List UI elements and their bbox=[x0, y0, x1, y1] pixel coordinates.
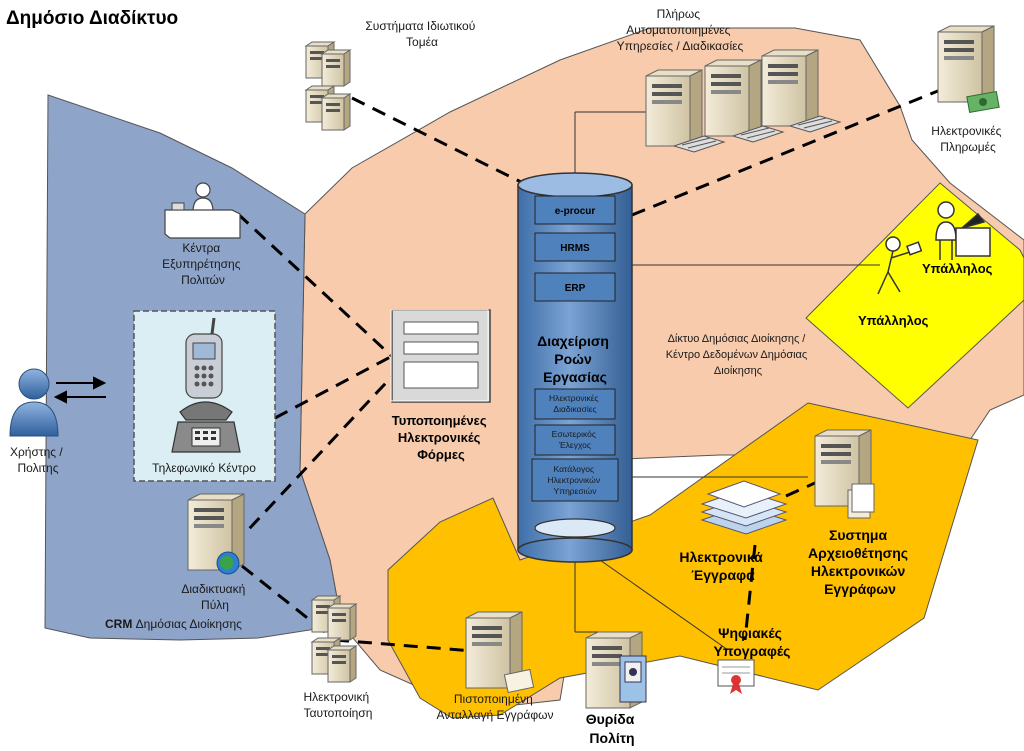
desk-phone-icon bbox=[171, 401, 241, 453]
svg-text:Κατάλογος Ηλεκτρονικών: Κατάλογος Ηλεκτρονικών Υπηρεσιών bbox=[548, 464, 603, 496]
standard-forms-icon bbox=[390, 309, 491, 403]
standard-forms-label: Τυποποιημένες Ηλεκτρονικές Φόρμες bbox=[392, 413, 490, 462]
electronic-documents-icon bbox=[700, 480, 788, 535]
user-flow-arrows bbox=[53, 376, 107, 404]
service-desk-icon bbox=[164, 182, 241, 239]
archive-label: Συστημα Αρχειοθέτησης Ηλεκτρονικών Εγγρά… bbox=[808, 527, 912, 597]
employee-label-2: Υπάλληλος bbox=[858, 313, 929, 328]
service-centers-label: Κέντρα Εξυπηρέτησης Πολιτών bbox=[162, 241, 244, 287]
private-sector-label: Συστήματα Ιδιωτικού Τομέα bbox=[365, 19, 478, 49]
module-service-catalog: Κατάλογος Ηλεκτρονικών Υπηρεσιών bbox=[531, 458, 619, 502]
module-hrms: HRMS bbox=[534, 232, 616, 262]
certified-exchange-label: Πιστοποιημένη Ανταλλαγή Εγγράφων bbox=[437, 692, 554, 722]
walking-employee-icon bbox=[877, 236, 923, 295]
automated-services-label: Πλήρως Αυτοματοποιημένες Υπηρεσίες / Δια… bbox=[617, 7, 744, 53]
admin-network-label: Δίκτυο Δημόσιας Διοίκησης / Κέντρο Δεδομ… bbox=[666, 333, 811, 377]
mobile-phone-icon bbox=[185, 317, 223, 399]
certified-exchange-server-icon bbox=[465, 611, 535, 694]
payments-label: Ηλεκτρονικές Πληρωμές bbox=[931, 124, 1004, 154]
employee-label-1: Υπάλληλος bbox=[922, 261, 993, 276]
archive-server-icon bbox=[814, 429, 875, 519]
workflow-cylinder bbox=[517, 172, 633, 563]
svg-text:ERP: ERP bbox=[565, 283, 586, 294]
electronic-documents-label: Ηλεκτρονικά Έγγραφα bbox=[679, 549, 766, 583]
citizen-window-server-icon bbox=[585, 631, 647, 709]
svg-text:HRMS: HRMS bbox=[560, 243, 590, 254]
internal-links bbox=[574, 111, 880, 651]
citizen-user-icon bbox=[9, 368, 59, 437]
workflow-label: Διαχείριση Ροών Εργασίας bbox=[537, 333, 613, 385]
user-label: Χρήστης / Πολιτης bbox=[10, 445, 66, 475]
call-center-label: Τηλεφωνικό Κέντρο bbox=[152, 461, 256, 475]
module-erp: ERP bbox=[534, 272, 616, 302]
e-id-label: Ηλεκτρονική Ταυτοποίηση bbox=[304, 690, 373, 720]
private-sector-servers-icon bbox=[305, 41, 351, 131]
module-internal-audit: Εσωτερικός Έλεγχος bbox=[534, 424, 616, 456]
digital-signature-icon bbox=[717, 659, 755, 694]
web-portal-label: Διαδικτυακή Πύλη bbox=[181, 582, 248, 612]
svg-text:Εσωτερικός Έλεγχος: Εσωτερικός Έλεγχος bbox=[552, 429, 599, 450]
web-portal-server-icon bbox=[187, 493, 245, 575]
citizen-window-label: Θυρίδα Πολίτη bbox=[586, 711, 639, 746]
desk-employee-icon bbox=[935, 201, 991, 260]
module-e-procur: e-procur bbox=[534, 195, 616, 225]
diagram-title: Δημόσιο Διαδίκτυο bbox=[6, 8, 178, 29]
payments-server-icon bbox=[937, 25, 1000, 114]
crm-label: CRM Δημόσιας Διοίκησης bbox=[105, 617, 242, 631]
digital-signatures-label: Ψηφιακές Υπογραφές bbox=[714, 625, 791, 659]
svg-text:Ηλεκτρονικές Διαδικασίες: Ηλεκτρονικές Διαδικασίες bbox=[549, 393, 601, 414]
e-id-servers-icon bbox=[311, 595, 357, 683]
svg-text:e-procur: e-procur bbox=[555, 206, 596, 217]
module-e-procedures: Ηλεκτρονικές Διαδικασίες bbox=[534, 388, 616, 420]
